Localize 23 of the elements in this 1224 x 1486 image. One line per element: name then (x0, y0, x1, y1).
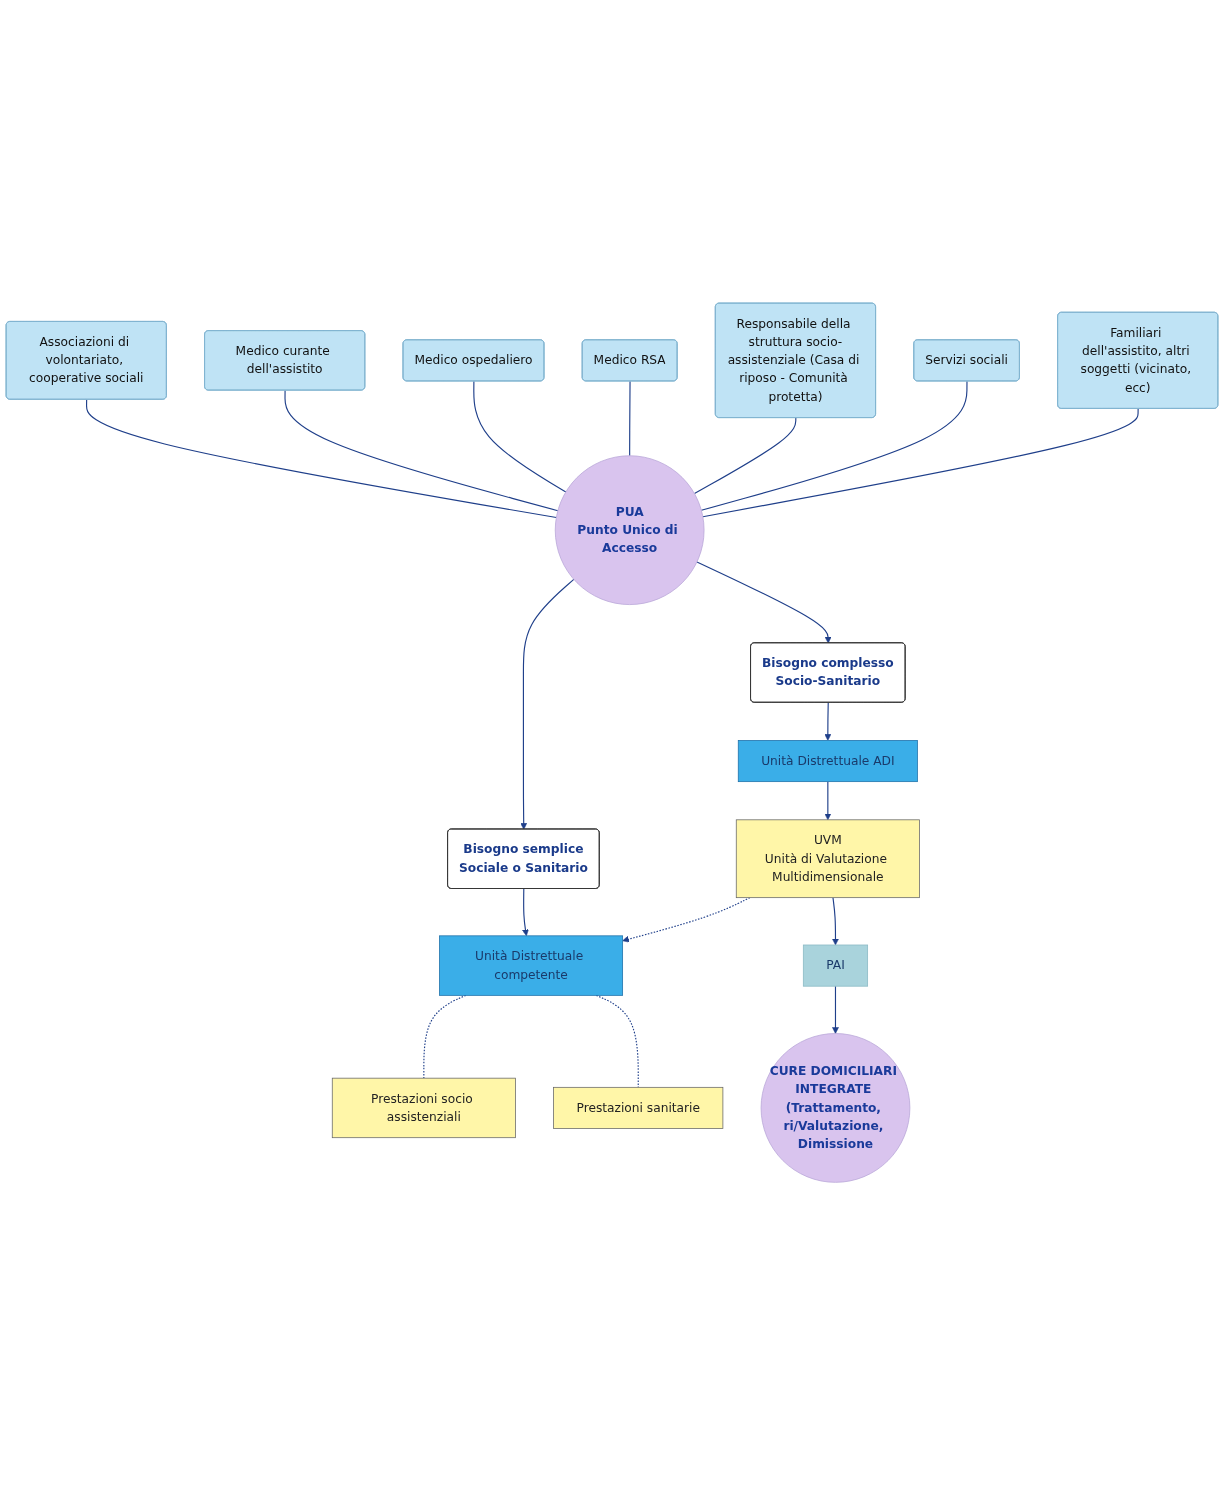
node-box: Unità Distrettuale ADI (737, 740, 918, 783)
arrow (824, 781, 832, 821)
connector (702, 408, 1139, 518)
connector (629, 381, 631, 457)
arrow (520, 579, 575, 830)
connector (700, 381, 968, 512)
node-box: Prestazioni socio assistenziali (331, 1078, 516, 1139)
arrow (832, 897, 839, 946)
arrow (832, 985, 839, 1035)
node-box: UVM Unità di Valutazione Multidimensionale (735, 819, 920, 899)
connector (473, 381, 567, 493)
arrow (522, 888, 529, 937)
arrow (824, 702, 832, 741)
arrow (696, 561, 832, 644)
connector (284, 390, 559, 512)
node-box: Unità Distrettuale competente (439, 935, 623, 996)
node-box: Prestazioni sanitarie (553, 1087, 724, 1130)
connector (423, 995, 467, 1079)
node-box: PAI (802, 944, 869, 987)
connector (86, 399, 557, 519)
connector (693, 417, 797, 495)
node-circle: PUA Punto Unico di Accesso (554, 455, 705, 606)
node-circle: CURE DOMICILIARI INTEGRATE (Trattamento, ri/Valutazione, Dimissione (760, 1033, 911, 1183)
